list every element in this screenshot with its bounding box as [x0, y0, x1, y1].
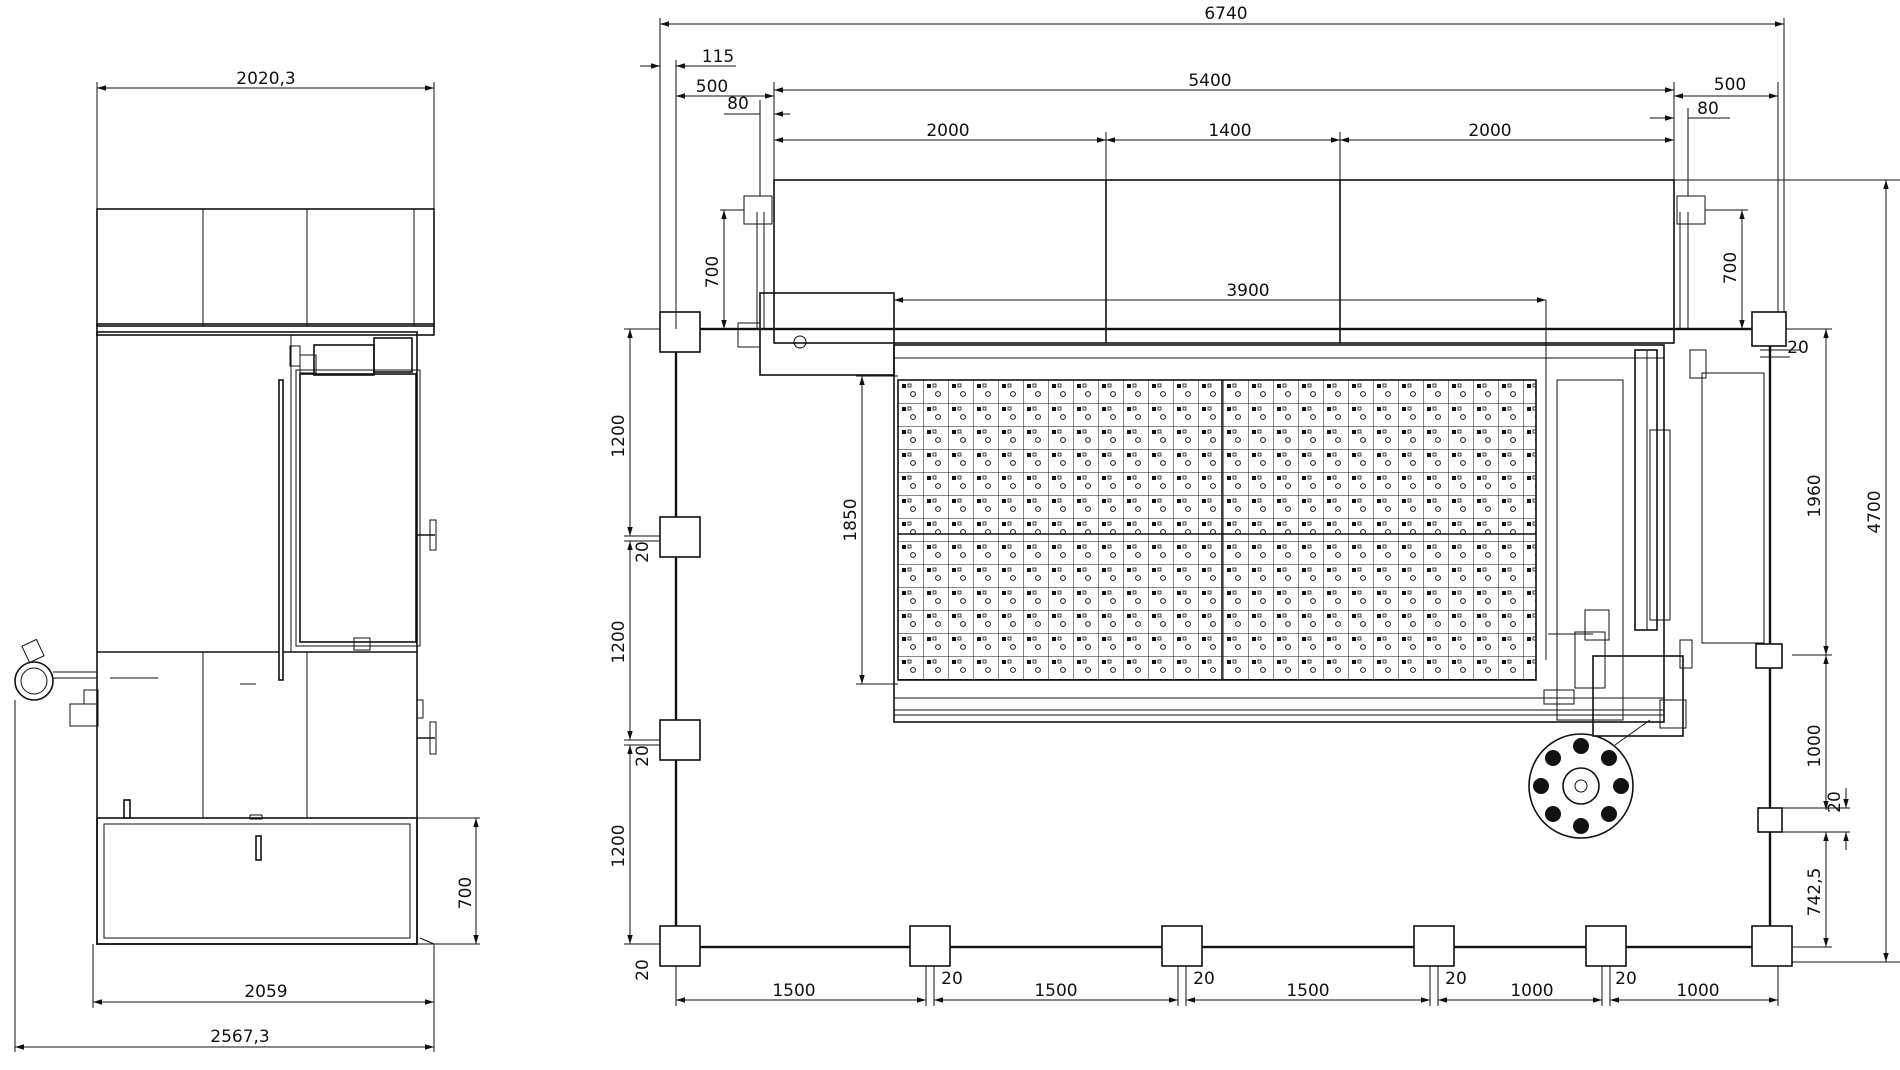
- dim-3900: 3900: [1226, 281, 1269, 301]
- dim-1500-b: 1500: [1034, 981, 1077, 1001]
- dim-20-a: 20: [633, 541, 653, 563]
- side-vertical-rail: [278, 379, 284, 681]
- dim-side-2059: 2059: [244, 982, 287, 1002]
- dim-side-2567: 2567,3: [210, 1027, 269, 1047]
- dim-1200-c: 1200: [609, 824, 629, 867]
- dim-20-bottom-b: 20: [1193, 969, 1215, 989]
- dim-6740: 6740: [1204, 4, 1247, 24]
- spindle-head: [1543, 609, 1693, 737]
- dim-20-bottom-a: 20: [941, 969, 963, 989]
- dim-4700: 4700: [1865, 490, 1885, 533]
- dim-80-left: 80: [727, 94, 749, 114]
- dim-700-right: 700: [1721, 252, 1741, 284]
- dim-1200-b: 1200: [609, 620, 629, 663]
- dim-80-right: 80: [1697, 99, 1719, 119]
- top-view: [659, 179, 1793, 967]
- side-top-enclosure: [96, 208, 435, 327]
- rear-enclosure: [773, 179, 1675, 344]
- dim-1960: 1960: [1805, 474, 1825, 517]
- dim-742: 742,5: [1805, 868, 1825, 917]
- control-cabinet: [759, 292, 895, 376]
- dim-1000-bottom-a: 1000: [1510, 981, 1553, 1001]
- dim-1500-c: 1500: [1286, 981, 1329, 1001]
- work-table-frame: [893, 344, 1665, 723]
- dim-500-right: 500: [1714, 75, 1746, 95]
- nesting-grid: [897, 379, 1537, 681]
- dim-side-top: 2020,3: [236, 69, 295, 89]
- top-dimensions: 6740 115 500 80 5400 500 80: [609, 4, 1900, 1006]
- dim-2000-left: 2000: [926, 121, 969, 141]
- dim-side-700: 700: [456, 877, 476, 909]
- dim-20-right: 20: [1825, 791, 1845, 813]
- dim-20-b: 20: [633, 745, 653, 767]
- dim-1500-a: 1500: [772, 981, 815, 1001]
- dim-5400: 5400: [1188, 71, 1231, 91]
- dim-1400: 1400: [1208, 121, 1251, 141]
- top-outer-frame: [674, 327, 1772, 949]
- dim-700-left: 700: [703, 256, 723, 288]
- gantry-beam: [1634, 349, 1658, 631]
- dim-20-bottom-d: 20: [1615, 969, 1637, 989]
- dim-500-left: 500: [696, 77, 728, 97]
- side-inner-panel: [299, 373, 417, 643]
- side-dimensions: 2020,3 700 2059 2567,3: [14, 69, 480, 1052]
- hose-reel: [14, 638, 99, 727]
- dim-20-top-right: 20: [1787, 338, 1809, 358]
- tool-changer: [1528, 719, 1651, 839]
- side-bottom-drawer: [96, 817, 418, 945]
- dim-115: 115: [702, 47, 734, 67]
- dim-1000-bottom-b: 1000: [1676, 981, 1719, 1001]
- dim-20-bottom-c: 20: [1445, 969, 1467, 989]
- dim-1850: 1850: [841, 498, 861, 541]
- dim-2000-right: 2000: [1468, 121, 1511, 141]
- dim-1200-a: 1200: [609, 414, 629, 457]
- side-view: [14, 178, 437, 945]
- dim-1000-right: 1000: [1805, 724, 1825, 767]
- dim-20-c: 20: [633, 959, 653, 981]
